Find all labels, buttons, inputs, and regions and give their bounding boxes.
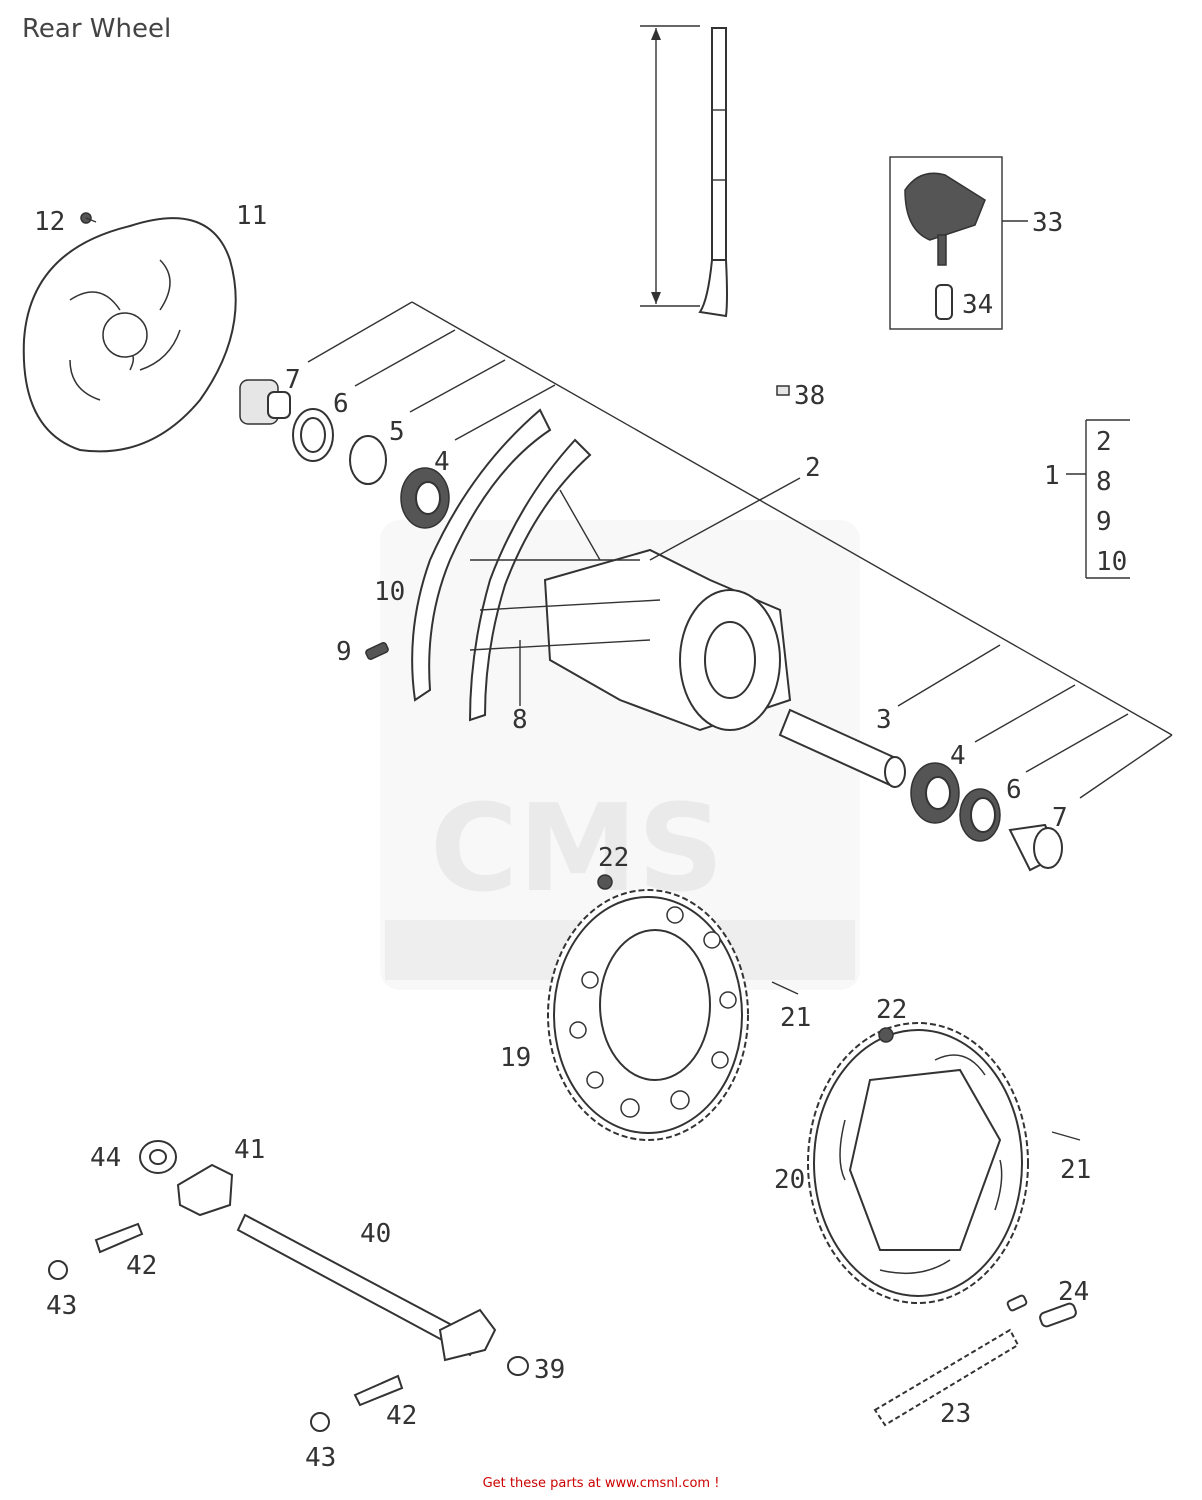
callout-3: 3 xyxy=(876,705,892,735)
footer-link[interactable]: Get these parts at www.cmsnl.com ! xyxy=(482,1476,720,1491)
callout-23: 23 xyxy=(940,1399,971,1429)
page-title: Rear Wheel xyxy=(22,14,172,44)
leader-lines xyxy=(307,301,1173,799)
callout-labels: 12 11 7 6 5 4 2 10 9 8 3 4 6 7 38 33 34 … xyxy=(34,201,1127,1473)
rim-and-hub-part xyxy=(411,408,792,732)
disc-bolt-part xyxy=(80,212,97,224)
callout-2: 2 xyxy=(805,453,821,483)
chain-23 xyxy=(873,1328,1020,1427)
callout-19: 19 xyxy=(500,1043,531,1073)
callout-22b: 22 xyxy=(876,995,907,1025)
nut-43-bottom xyxy=(310,1412,330,1432)
callout-24: 24 xyxy=(1058,1277,1089,1307)
callout-39: 39 xyxy=(534,1355,565,1385)
rear-sprocket-19 xyxy=(547,889,749,1141)
cap-39 xyxy=(507,1356,529,1376)
axle-nut-44 xyxy=(139,1140,177,1174)
callout-42: 42 xyxy=(126,1251,157,1281)
callout-20: 20 xyxy=(774,1165,805,1195)
chain-adjuster-41 xyxy=(176,1163,234,1217)
callout-38: 38 xyxy=(794,381,825,411)
adjuster-bolt-42-top xyxy=(94,1222,144,1254)
axle-40 xyxy=(236,1213,497,1362)
callout-6: 6 xyxy=(333,389,349,419)
spoke-part xyxy=(698,27,728,318)
callout-40: 40 xyxy=(360,1219,391,1249)
callout-11: 11 xyxy=(236,201,267,231)
sprocket-bolt-21-b xyxy=(1051,1131,1081,1141)
callout-41: 41 xyxy=(234,1135,265,1165)
callout-43: 43 xyxy=(46,1291,77,1321)
callout-21: 21 xyxy=(780,1003,811,1033)
spacer-tube-3 xyxy=(778,708,906,788)
callout-kit-9: 9 xyxy=(1096,507,1112,537)
callout-4b: 4 xyxy=(950,741,966,771)
sprocket-bolt-21 xyxy=(771,981,799,995)
callout-kit-8: 8 xyxy=(1096,467,1112,497)
nut-43-top xyxy=(48,1260,68,1280)
spacer-7-left xyxy=(239,379,291,425)
master-link-24 xyxy=(1006,1294,1077,1328)
callout-34: 34 xyxy=(962,290,993,320)
brake-disc-part xyxy=(22,217,237,453)
valve-9 xyxy=(365,642,389,660)
circlip-5 xyxy=(349,435,387,485)
bearing-4-left xyxy=(400,467,450,529)
callout-21b: 21 xyxy=(1060,1155,1091,1185)
valve-kit-box xyxy=(889,156,1028,330)
bearing-4-right xyxy=(910,762,960,824)
callout-4: 4 xyxy=(434,447,450,477)
callout-kit-2: 2 xyxy=(1096,427,1112,457)
callout-5: 5 xyxy=(389,417,405,447)
callout-12: 12 xyxy=(34,207,65,237)
callout-33: 33 xyxy=(1032,208,1063,238)
rear-sprocket-20 xyxy=(807,1022,1029,1304)
callout-22: 22 xyxy=(598,843,629,873)
callout-9: 9 xyxy=(336,637,352,667)
callout-kit-10: 10 xyxy=(1096,547,1127,577)
sprocket-nut-22-bottom xyxy=(878,1027,894,1043)
spacer-7-right xyxy=(1008,823,1063,872)
dimension-line xyxy=(640,25,700,307)
callout-10: 10 xyxy=(374,577,405,607)
sprocket-nut-22-top xyxy=(597,874,613,890)
callout-43b: 43 xyxy=(305,1443,336,1473)
callout-7: 7 xyxy=(285,365,301,395)
callout-6b: 6 xyxy=(1006,775,1022,805)
callout-1: 1 xyxy=(1044,461,1060,491)
callout-42b: 42 xyxy=(386,1401,417,1431)
nut-38 xyxy=(776,385,790,396)
kit-bracket xyxy=(1066,419,1130,579)
seal-6-left xyxy=(292,408,334,462)
callout-44: 44 xyxy=(90,1143,121,1173)
callout-8: 8 xyxy=(512,705,528,735)
callout-7b: 7 xyxy=(1052,803,1068,833)
adjuster-bolt-42-bottom xyxy=(353,1374,404,1407)
seal-6-right xyxy=(959,788,1001,842)
